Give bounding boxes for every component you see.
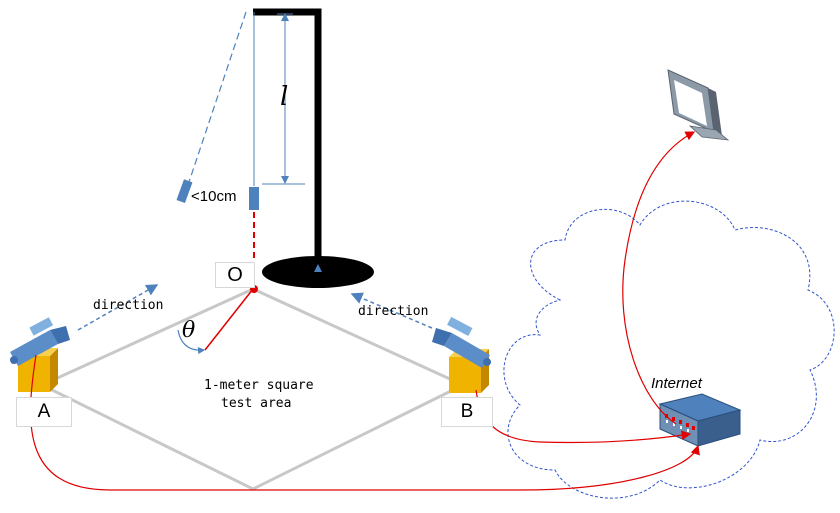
test-area-square bbox=[38, 287, 467, 491]
direction-arrow-left bbox=[77, 284, 159, 331]
pendulum-stand bbox=[253, 8, 322, 270]
direction-label-left: direction bbox=[93, 298, 164, 313]
camera-b-icon bbox=[432, 316, 491, 393]
cloud-icon bbox=[503, 200, 835, 499]
cable-switch-to-monitor bbox=[622, 131, 696, 425]
camera-a-label: A bbox=[16, 397, 72, 427]
camera-a-icon bbox=[10, 317, 70, 392]
stand-base-marker bbox=[314, 264, 322, 272]
network-switch-icon bbox=[658, 393, 742, 447]
origin-label: O bbox=[215, 262, 255, 288]
monitor-icon bbox=[667, 69, 730, 141]
angle-label: θ bbox=[182, 318, 196, 343]
angle-arm bbox=[204, 288, 254, 351]
direction-label-right: direction bbox=[358, 304, 429, 319]
test-area-label-line2: test area bbox=[221, 396, 292, 411]
internet-label: Internet bbox=[651, 375, 702, 392]
pendulum-length-label: l bbox=[280, 82, 289, 112]
cable-camera-a-to-switch bbox=[30, 354, 700, 491]
angle-arc bbox=[177, 329, 206, 355]
swung-bob bbox=[176, 179, 193, 204]
distance-limit-label: <10cm bbox=[191, 188, 237, 205]
camera-b-label: B bbox=[441, 397, 493, 427]
direction-arrow-right bbox=[350, 292, 433, 329]
pendulum-bob bbox=[249, 187, 259, 210]
swung-string bbox=[188, 11, 247, 183]
test-area-label-line1: 1-meter square bbox=[204, 378, 314, 393]
